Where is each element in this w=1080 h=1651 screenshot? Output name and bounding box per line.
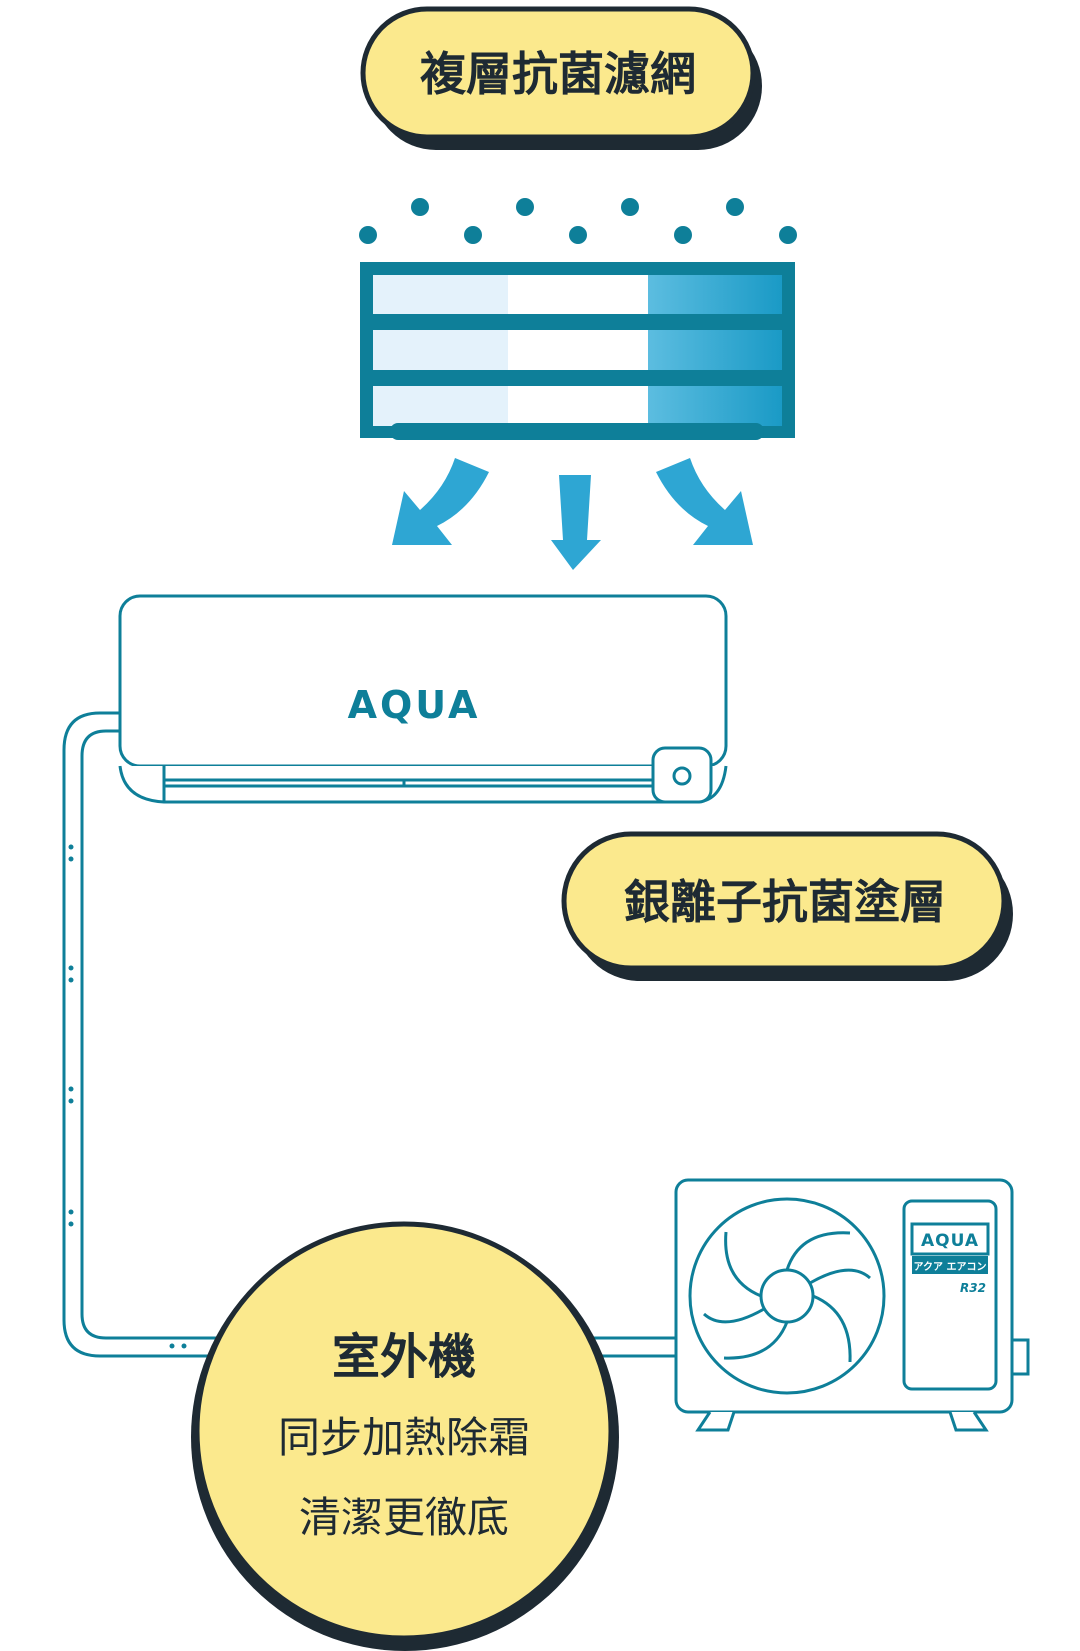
filter-icon <box>360 262 795 440</box>
outdoor-line-1: 同步加熱除霜 <box>278 1413 530 1462</box>
outdoor-brand-logo: AQUA <box>921 1231 979 1251</box>
coating-title-pill: 銀離子抗菌塗層 <box>561 831 1013 981</box>
outdoor-title: 室外機 <box>332 1329 476 1385</box>
outdoor-line-2: 清潔更徹底 <box>299 1493 509 1542</box>
indoor-brand-logo: AQUA <box>348 683 481 727</box>
outdoor-feature-circle: 室外機 同步加熱除霜 清潔更徹底 <box>191 1221 619 1651</box>
outdoor-brand-label: AQUA アクア エアコン R32 <box>910 1222 990 1295</box>
filter-title-pill: 複層抗菌濾網 <box>360 6 762 150</box>
arrow-down-icon <box>551 475 601 570</box>
filter-title: 複層抗菌濾網 <box>420 47 696 101</box>
particles-icon <box>359 198 797 244</box>
coating-title: 銀離子抗菌塗層 <box>624 875 946 929</box>
indoor-unit <box>118 594 728 804</box>
arrow-down-left-icon <box>392 458 489 545</box>
outdoor-brand-sublabel: アクア エアコン <box>914 1261 987 1273</box>
airflow-arrows <box>392 458 753 570</box>
refrigerant-pipe <box>62 711 676 1358</box>
outdoor-model-label: R32 <box>960 1281 986 1295</box>
arrow-down-right-icon <box>656 458 753 545</box>
fan-icon <box>688 1197 886 1395</box>
pipe-rivets <box>68 844 187 1349</box>
